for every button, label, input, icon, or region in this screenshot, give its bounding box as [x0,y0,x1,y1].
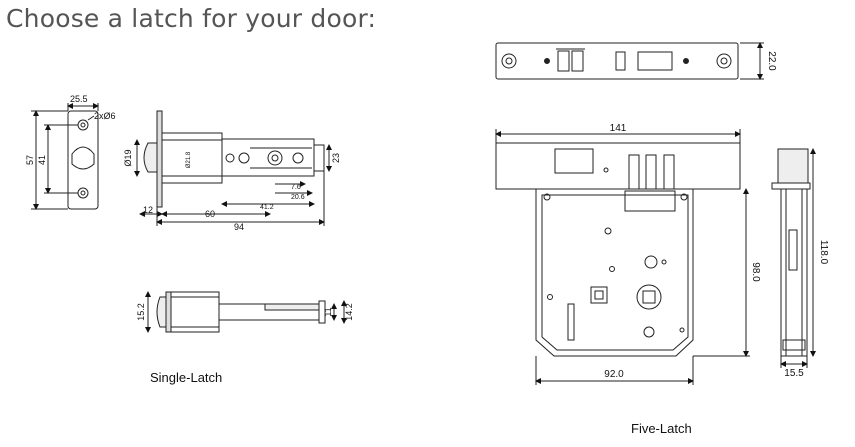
dim-d3: 41.2 [260,204,274,211]
strike-plate [67,110,99,210]
five-latch-side-view [771,148,816,368]
dim-d2: 20.6 [291,194,305,201]
single-latch-top-view [145,291,347,333]
dim-face: 23 [331,153,341,163]
single-latch-front-view [31,103,99,210]
dim-overall: 94 [234,222,244,232]
dim-plate-width: 25.5 [70,94,88,104]
dim-side-depth: 15.5 [784,368,804,379]
screw-hole-icon [77,119,89,131]
five-latch-faceplate [495,42,764,80]
dim-overall-width: 141 [610,123,627,134]
screw-hole-icon [77,187,89,199]
dim-plate-height: 57 [25,155,35,165]
dim-holes: 2xØ6 [94,111,116,121]
dim-flange: 12 [143,205,153,215]
five-latch-caption: Five-Latch [631,421,692,436]
dim-bar-height: 11 [323,307,333,316]
dim-case-width: 92.0 [604,369,624,380]
dim-d1: 7.6 [291,184,301,191]
dim-tail-height: 14.2 [344,303,354,321]
dim-faceplate-height: 22.0 [766,51,777,71]
single-latch-side-view [134,110,332,226]
single-latch-caption: Single-Latch [150,370,223,385]
dim-inner-dia: Ø21.8 [186,151,192,168]
dim-side-height: 118.0 [818,240,829,265]
dim-hole-spacing: 41 [37,155,47,165]
dim-body-height: 98.0 [750,262,761,282]
five-latch-body [495,129,750,385]
latch-opening [71,146,95,170]
dim-latch-height: 15.2 [136,303,146,321]
dim-backset: 60 [205,209,215,219]
dim-bolt-dia: Ø19 [123,149,133,166]
page-heading: Choose a latch for your door: [6,4,377,33]
